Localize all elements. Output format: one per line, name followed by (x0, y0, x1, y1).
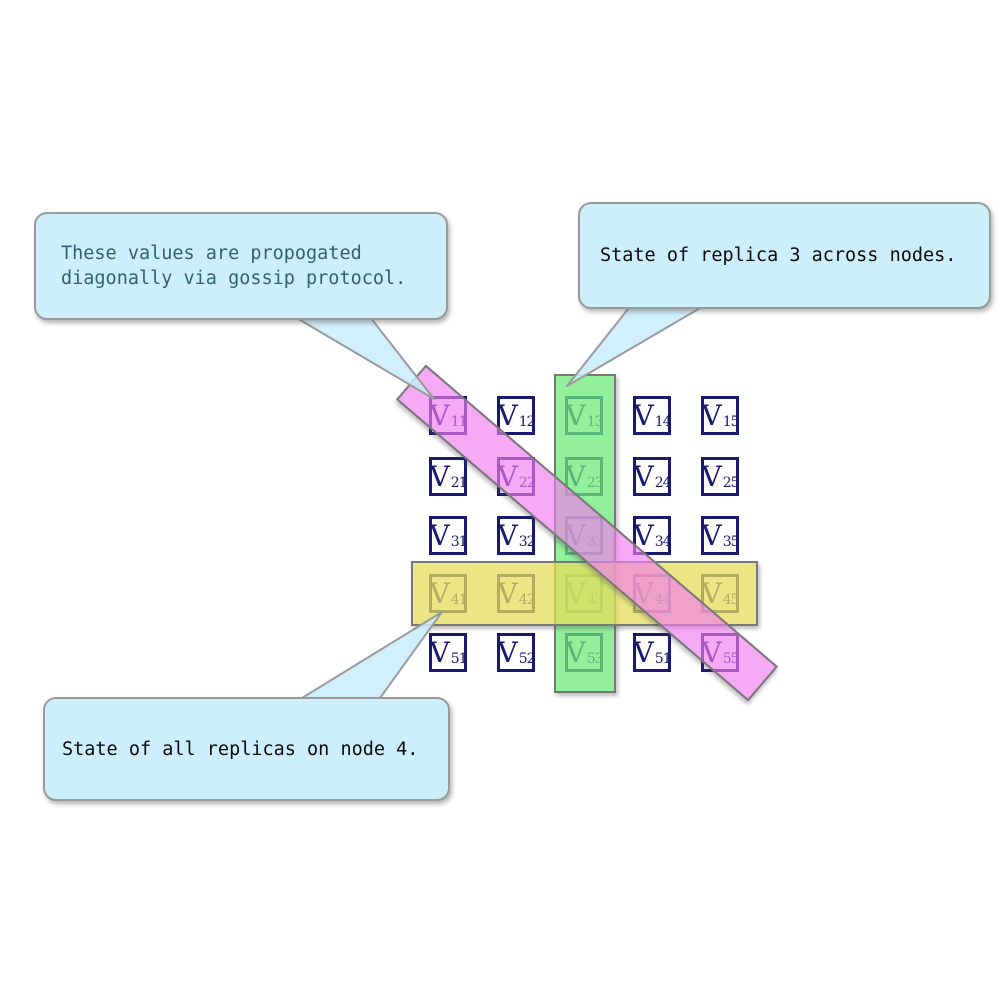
cell-symbol: V (701, 518, 722, 552)
cell-subscript: 25 (722, 474, 740, 491)
cell-symbol: V (701, 398, 722, 432)
cell-symbol: V (701, 459, 722, 493)
cell-subscript: 51 (450, 650, 468, 667)
cell-subscript: 52 (518, 650, 536, 667)
cell-subscript: 15 (722, 413, 740, 430)
cell-symbol: V (497, 398, 518, 432)
cell-subscript: 24 (654, 474, 672, 491)
cell-symbol: V (633, 398, 654, 432)
cell-symbol: V (633, 459, 654, 493)
node-callout-text: State of all replicas on node 4. (62, 738, 419, 760)
replica-callout-text: State of replica 3 across nodes. (600, 245, 957, 266)
cell-symbol: V (633, 635, 654, 669)
cell-symbol: V (429, 518, 450, 552)
cell-subscript: 21 (450, 474, 468, 491)
cell-subscript: 51 (654, 650, 672, 667)
cell-subscript: 34 (654, 533, 672, 550)
cell-symbol: V (497, 518, 518, 552)
cell-subscript: 31 (450, 533, 468, 550)
replica-callout: State of replica 3 across nodes. (578, 202, 991, 309)
cell-subscript: 14 (654, 413, 672, 430)
gossip-callout-line1: These values are propogated (61, 243, 362, 264)
cell-symbol: V (429, 635, 450, 669)
cell-subscript: 32 (518, 533, 536, 550)
gossip-callout: These values are propogated diagonally v… (34, 212, 448, 320)
node-callout: State of all replicas on node 4. (43, 697, 450, 801)
cell-subscript: 35 (722, 533, 740, 550)
gossip-callout-line2: diagonally via gossip protocol. (61, 268, 407, 289)
cell-symbol: V (497, 635, 518, 669)
cell-subscript: 12 (518, 413, 536, 430)
cell-symbol: V (429, 459, 450, 493)
cell-symbol: V (633, 518, 654, 552)
